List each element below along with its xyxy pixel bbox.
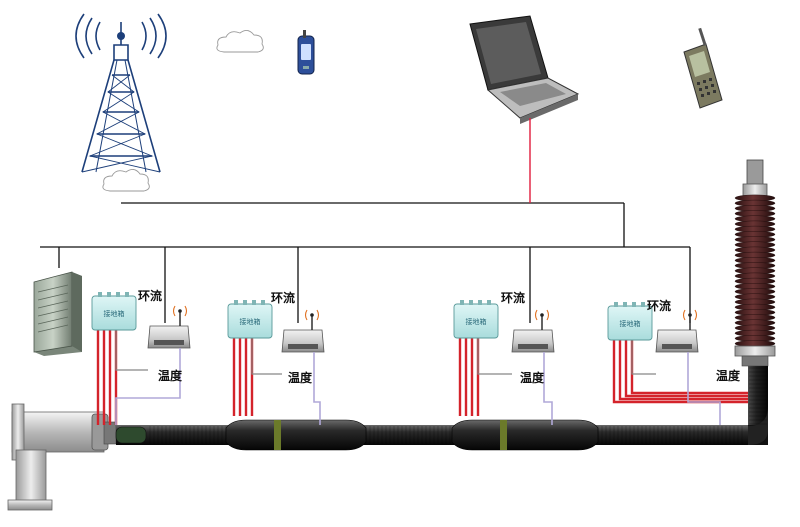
circulating-current-label: 环流 [647, 298, 671, 313]
hv-cable [115, 366, 768, 445]
temperature-label: 温度 [716, 368, 741, 383]
antenna-icon [682, 309, 698, 330]
box-port [243, 300, 247, 305]
cable-joint [225, 419, 367, 451]
box-port [261, 300, 265, 305]
temperature-label: 温度 [288, 370, 313, 385]
ground-lead-wire [618, 340, 748, 401]
laptop-icon [469, 15, 580, 124]
box-port [98, 292, 102, 297]
grounding-box [91, 295, 137, 331]
antenna-icon [172, 305, 188, 326]
circulating-current-label: 环流 [271, 290, 295, 305]
box-port [252, 300, 256, 305]
temperature-sensor-wire [687, 352, 721, 425]
gis-termination-icon [7, 403, 117, 511]
signal-wire [115, 330, 148, 371]
signal-wire [477, 338, 512, 375]
antenna-icon [304, 309, 320, 330]
cloud-icon [216, 30, 264, 53]
grounding-box-label: 接地箱 [620, 319, 641, 328]
temperature-sensor-wire [115, 348, 181, 425]
temperature-label: 温度 [520, 370, 545, 385]
circulating-current-label: 环流 [501, 290, 525, 305]
box-port [234, 300, 238, 305]
signal-wire [631, 340, 656, 375]
box-port [487, 300, 491, 305]
box-port [623, 302, 627, 307]
box-port [614, 302, 618, 307]
server-cabinet-icon [33, 271, 82, 356]
box-port [478, 300, 482, 305]
box-port [107, 292, 111, 297]
temperature-sensor-wire [543, 352, 553, 425]
radio-tower-icon [75, 13, 167, 173]
mobile-phone-icon [683, 27, 723, 109]
ground-lead-wire [624, 340, 748, 398]
dtu-panel [154, 340, 184, 345]
box-port [469, 300, 473, 305]
signal-wire [251, 338, 282, 375]
dtu-panel [518, 344, 548, 349]
dtu-panel [288, 344, 318, 349]
temperature-label: 温度 [158, 368, 183, 383]
network-bus [40, 202, 691, 323]
cable-joint [451, 419, 599, 451]
box-port [116, 292, 120, 297]
grounding-box-label: 接地箱 [240, 317, 261, 326]
box-port [641, 302, 645, 307]
dtu-panel [662, 344, 692, 349]
antenna-icon [534, 309, 550, 330]
box-port [125, 292, 129, 297]
box-port [632, 302, 636, 307]
circulating-current-label: 环流 [138, 288, 162, 303]
wireless-dtu-icon [297, 30, 315, 75]
grounding-box-label: 接地箱 [104, 309, 125, 318]
grounding-box-label: 接地箱 [466, 317, 487, 326]
outdoor-termination-icon [734, 159, 776, 367]
box-port [460, 300, 464, 305]
grounding-box [227, 303, 273, 339]
grounding-box [607, 305, 653, 341]
cloud-icon [102, 169, 150, 192]
temperature-sensor-wire [313, 352, 321, 425]
grounding-box [453, 303, 499, 339]
